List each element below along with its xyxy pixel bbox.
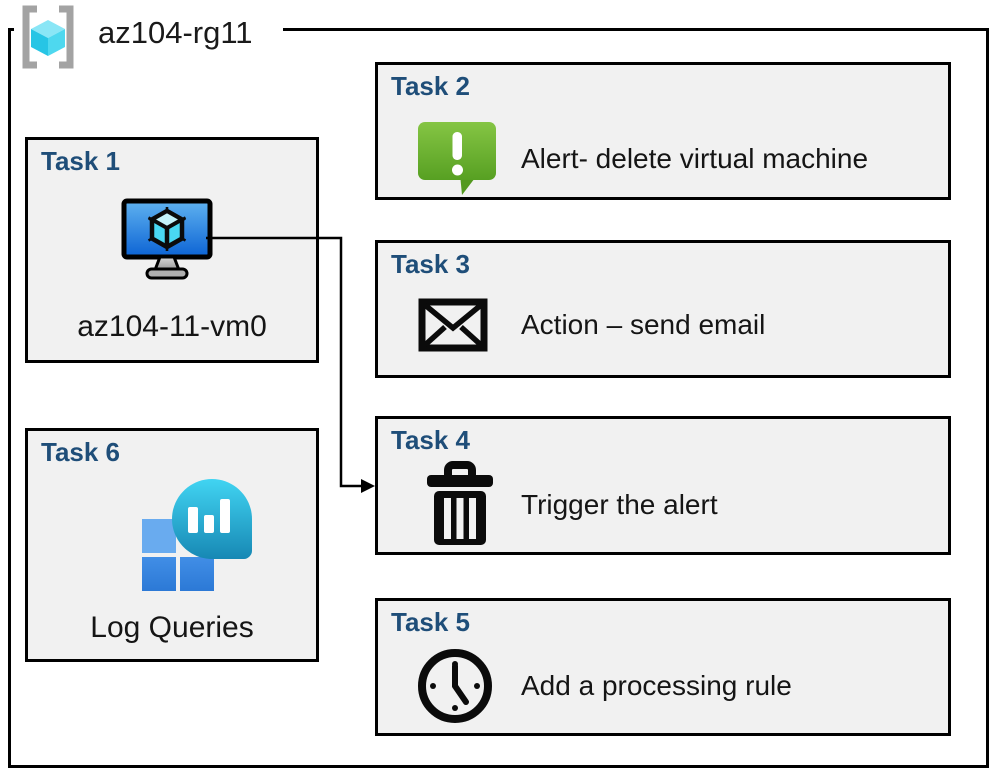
task-2-box: Task 2 Alert- delete virtual machine xyxy=(375,62,951,200)
email-icon xyxy=(418,298,488,352)
task-6-label: Log Queries xyxy=(90,611,254,644)
task-4-label: Trigger the alert xyxy=(521,489,718,520)
task-4-box: Task 4 Trigger the alert xyxy=(375,416,951,555)
border-gap xyxy=(14,25,283,34)
trash-icon xyxy=(427,461,493,545)
task-5-title: Task 5 xyxy=(391,607,471,637)
task-3-box: Task 3 Action – send email xyxy=(375,240,951,378)
task-6-title: Task 6 xyxy=(41,437,121,467)
alert-bubble-icon xyxy=(418,122,496,195)
task-1-title: Task 1 xyxy=(41,146,121,176)
clock-icon xyxy=(418,649,492,723)
task-1-box: Task 1 xyxy=(25,137,319,363)
task-2-title: Task 2 xyxy=(391,71,471,101)
resource-group-title: az104-rg11 xyxy=(98,15,253,50)
log-analytics-icon xyxy=(142,479,252,591)
task-5-box: Task 5 Add a processing rule xyxy=(375,598,951,736)
task-5-label: Add a processing rule xyxy=(521,670,792,701)
task-2-label: Alert- delete virtual machine xyxy=(521,143,869,174)
task-1-label: az104-11-vm0 xyxy=(77,310,267,343)
task-4-title: Task 4 xyxy=(391,425,471,455)
task-3-label: Action – send email xyxy=(521,309,766,340)
task-3-title: Task 3 xyxy=(391,249,471,279)
virtual-machine-icon xyxy=(121,198,213,280)
resource-group-icon xyxy=(22,5,74,69)
task-6-box: Task 6 Log Queries xyxy=(25,428,319,662)
